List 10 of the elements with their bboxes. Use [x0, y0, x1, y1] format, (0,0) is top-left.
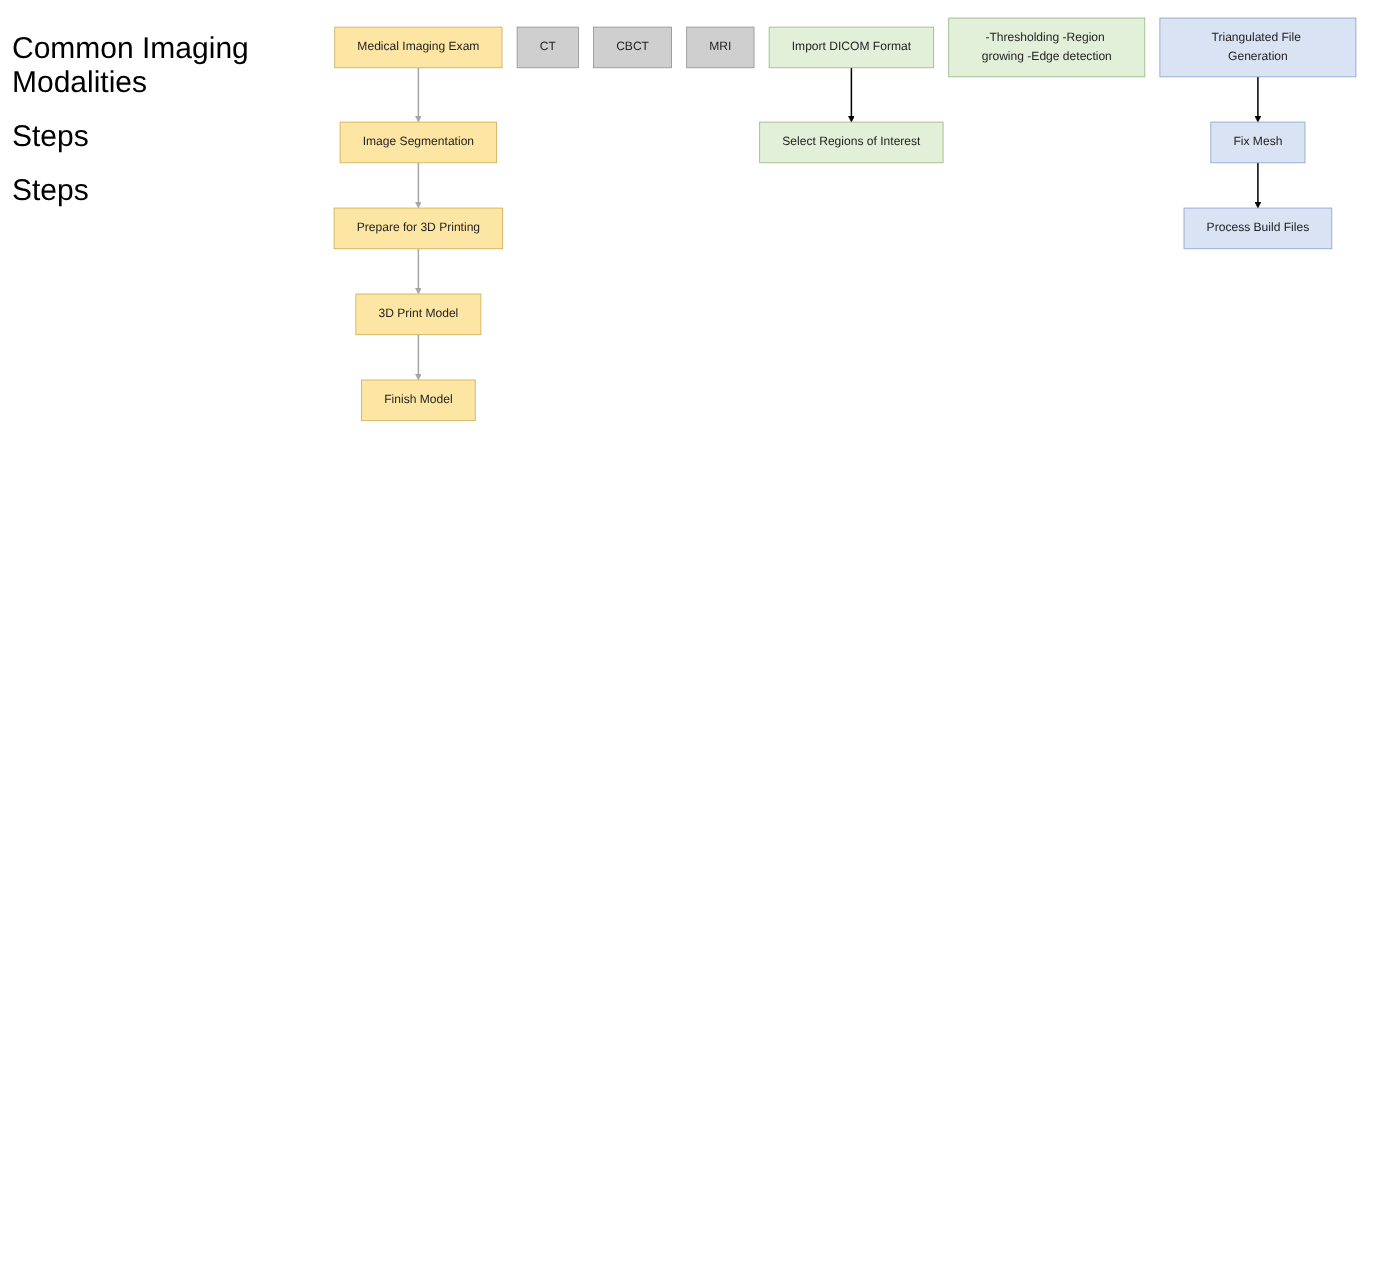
section-label: Steps: [12, 120, 91, 154]
arrow: [415, 248, 422, 295]
arrow: [415, 333, 422, 381]
arrow: [1254, 162, 1262, 209]
section-label: Common Imaging Modalities: [12, 32, 251, 100]
arrow: [1254, 76, 1262, 123]
arrow: [415, 162, 422, 209]
section-label: Steps: [12, 174, 91, 208]
arrow: [415, 67, 422, 123]
arrow: [848, 67, 855, 123]
